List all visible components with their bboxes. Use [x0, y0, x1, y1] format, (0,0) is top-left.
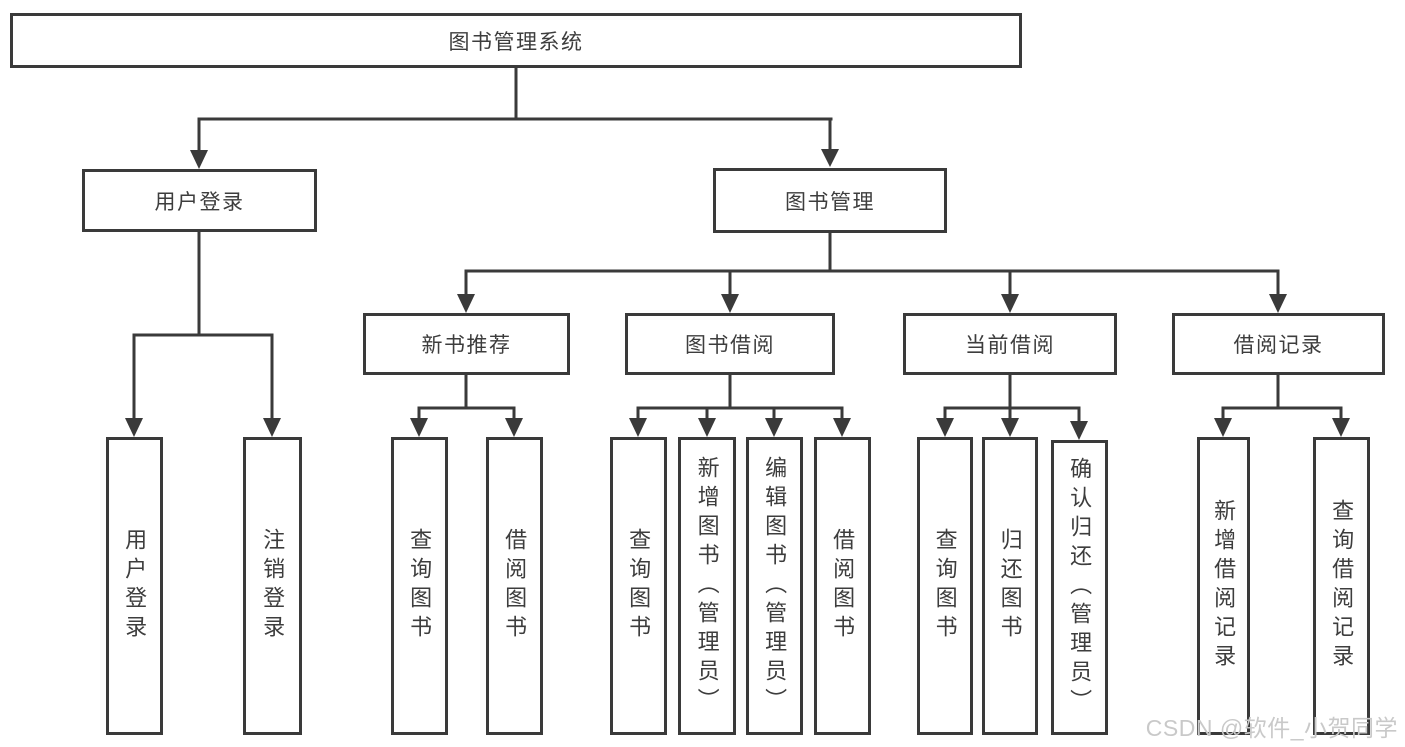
node-new-book-recommend: 新书推荐	[363, 313, 570, 375]
node-label: 当前借阅	[965, 334, 1055, 357]
leaf-label: 新增图书（管理员）	[694, 455, 720, 717]
leaf-current-query: 查询图书	[917, 437, 973, 735]
node-user-login-module: 用户登录	[82, 169, 317, 232]
leaf-borrow-edit-admin: 编辑图书（管理员）	[746, 437, 803, 735]
node-label: 新书推荐	[421, 334, 512, 357]
node-borrow-records: 借阅记录	[1172, 313, 1385, 375]
leaf-label: 归还图书	[997, 528, 1023, 644]
leaf-label: 确认归还（管理员）	[1067, 457, 1093, 718]
leaf-borrow-book: 借阅图书	[814, 437, 871, 735]
node-label: 图书管理系统	[448, 30, 584, 54]
leaf-label: 注销登录	[260, 528, 286, 644]
node-label: 图书借阅	[685, 334, 775, 357]
node-book-management: 图书管理	[713, 168, 947, 233]
leaf-query-borrow-record: 查询借阅记录	[1313, 437, 1370, 735]
node-label: 借阅记录	[1233, 334, 1324, 357]
leaf-user-login: 用户登录	[106, 437, 163, 735]
leaf-newbook-query: 查询图书	[391, 437, 448, 735]
leaf-label: 新增借阅记录	[1211, 499, 1237, 673]
leaf-return-book: 归还图书	[982, 437, 1038, 735]
leaf-label: 借阅图书	[830, 528, 856, 644]
leaf-label: 用户登录	[122, 528, 148, 644]
node-book-borrowing: 图书借阅	[625, 313, 835, 375]
leaf-confirm-return-admin: 确认归还（管理员）	[1051, 440, 1108, 735]
node-label: 用户登录	[154, 190, 245, 214]
node-label: 图书管理	[785, 190, 875, 214]
leaf-label: 查询借阅记录	[1329, 499, 1355, 673]
leaf-label: 借阅图书	[502, 528, 528, 644]
leaf-label: 查询图书	[626, 528, 652, 644]
leaf-borrow-query: 查询图书	[610, 437, 667, 735]
leaf-label: 查询图书	[407, 528, 433, 644]
leaf-logout: 注销登录	[243, 437, 302, 735]
leaf-newbook-borrow: 借阅图书	[486, 437, 543, 735]
leaf-add-borrow-record: 新增借阅记录	[1197, 437, 1250, 735]
node-current-borrowing: 当前借阅	[903, 313, 1117, 375]
csdn-watermark: CSDN @软件_小贺同学	[1145, 715, 1398, 741]
leaf-borrow-add-admin: 新增图书（管理员）	[678, 437, 736, 735]
leaf-label: 编辑图书（管理员）	[762, 455, 788, 717]
leaf-label: 查询图书	[932, 528, 958, 644]
node-library-system: 图书管理系统	[10, 13, 1022, 68]
